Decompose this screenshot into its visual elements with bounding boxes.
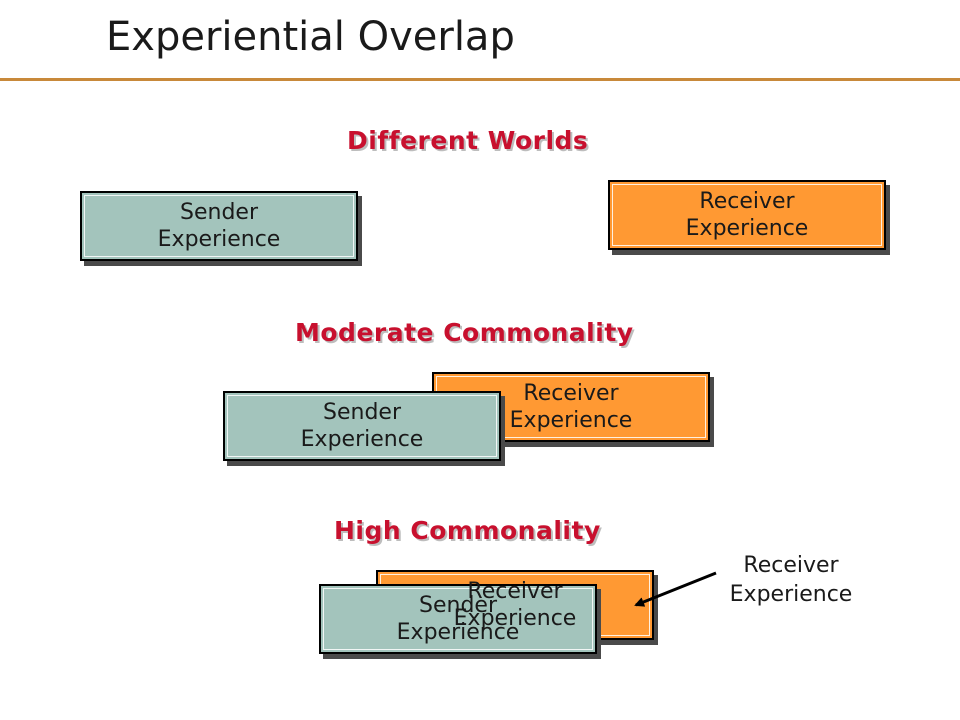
sender-label-line2: Experience [157, 227, 281, 252]
heading-different-worlds: Different Worlds [347, 126, 589, 155]
sender-experience-box: Sender Experience [319, 584, 597, 654]
receiver-label-line2: Experience [509, 408, 633, 433]
sender-experience-box: Sender Experience [223, 391, 501, 461]
receiver-label-line1: Receiver [699, 189, 795, 214]
receiver-label-line2: Experience [685, 216, 809, 241]
sender-label-line1: Sender [419, 593, 497, 618]
title-underline [0, 78, 960, 81]
sender-experience-box: Sender Experience [80, 191, 358, 261]
receiver-label-line1: Receiver [467, 579, 563, 604]
arrow-line [634, 571, 717, 607]
sender-label-line1: Sender [180, 200, 258, 225]
callout-line2: Experience [729, 582, 853, 607]
callout-line1: Receiver [743, 553, 839, 578]
sender-label-line2: Experience [396, 620, 520, 645]
receiver-label-line1: Receiver [523, 381, 619, 406]
page-title: Experiential Overlap [106, 14, 515, 60]
sender-label-line1: Sender [323, 400, 401, 425]
receiver-label-line2: Experience [453, 606, 577, 631]
heading-high-commonality: High Commonality [334, 516, 601, 545]
receiver-experience-box: Receiver Experience [608, 180, 886, 250]
sender-label-line2: Experience [300, 427, 424, 452]
heading-moderate-commonality: Moderate Commonality [295, 318, 634, 347]
receiver-experience-callout: Receiver Experience [716, 551, 866, 609]
